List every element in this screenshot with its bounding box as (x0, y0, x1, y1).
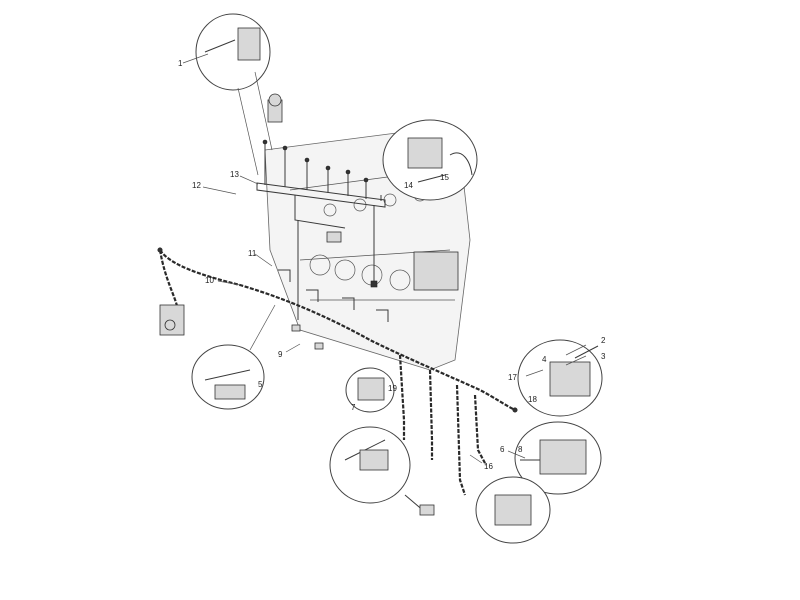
part-label-14: 14 (404, 181, 413, 190)
part-label-19: 19 (388, 384, 397, 393)
callout-detail-17-18 (517, 339, 603, 417)
part-label-8: 8 (518, 445, 523, 454)
part-label-5: 5 (258, 380, 263, 389)
part-label-17: 17 (508, 373, 517, 382)
main-harness (157, 247, 518, 496)
sensor-bottom (404, 494, 435, 516)
callout-detail-top (195, 13, 273, 176)
part-label-2: 2 (601, 336, 606, 345)
part-label-9: 9 (278, 350, 283, 359)
callout-detail-5 (191, 304, 276, 410)
leader-lines (182, 53, 587, 464)
callout-detail-14-15 (382, 119, 478, 201)
part-label-4: 4 (542, 355, 547, 364)
callout-detail-6-8 (514, 421, 602, 495)
part-label-16: 16 (484, 462, 493, 471)
part-label-13: 13 (230, 170, 239, 179)
part-label-11: 11 (248, 249, 257, 258)
callout-detail-right-upper (413, 251, 459, 291)
callout-detail-left (159, 304, 185, 336)
callout-detail-7-19 (345, 367, 395, 413)
sensor-detail (267, 93, 283, 123)
part-label-10: 10 (205, 276, 214, 285)
callout-detail-bottom-right (475, 476, 551, 544)
part-label-6: 6 (500, 445, 505, 454)
callout-detail-bottom-left (329, 426, 411, 504)
part-label-7: 7 (351, 403, 356, 412)
injector-harness-rail (256, 139, 386, 320)
part-label-12: 12 (192, 181, 201, 190)
part-label-3: 3 (601, 352, 606, 361)
part-label-1: 1 (178, 59, 183, 68)
part-label-15: 15 (440, 173, 449, 182)
part-label-18: 18 (528, 395, 537, 404)
